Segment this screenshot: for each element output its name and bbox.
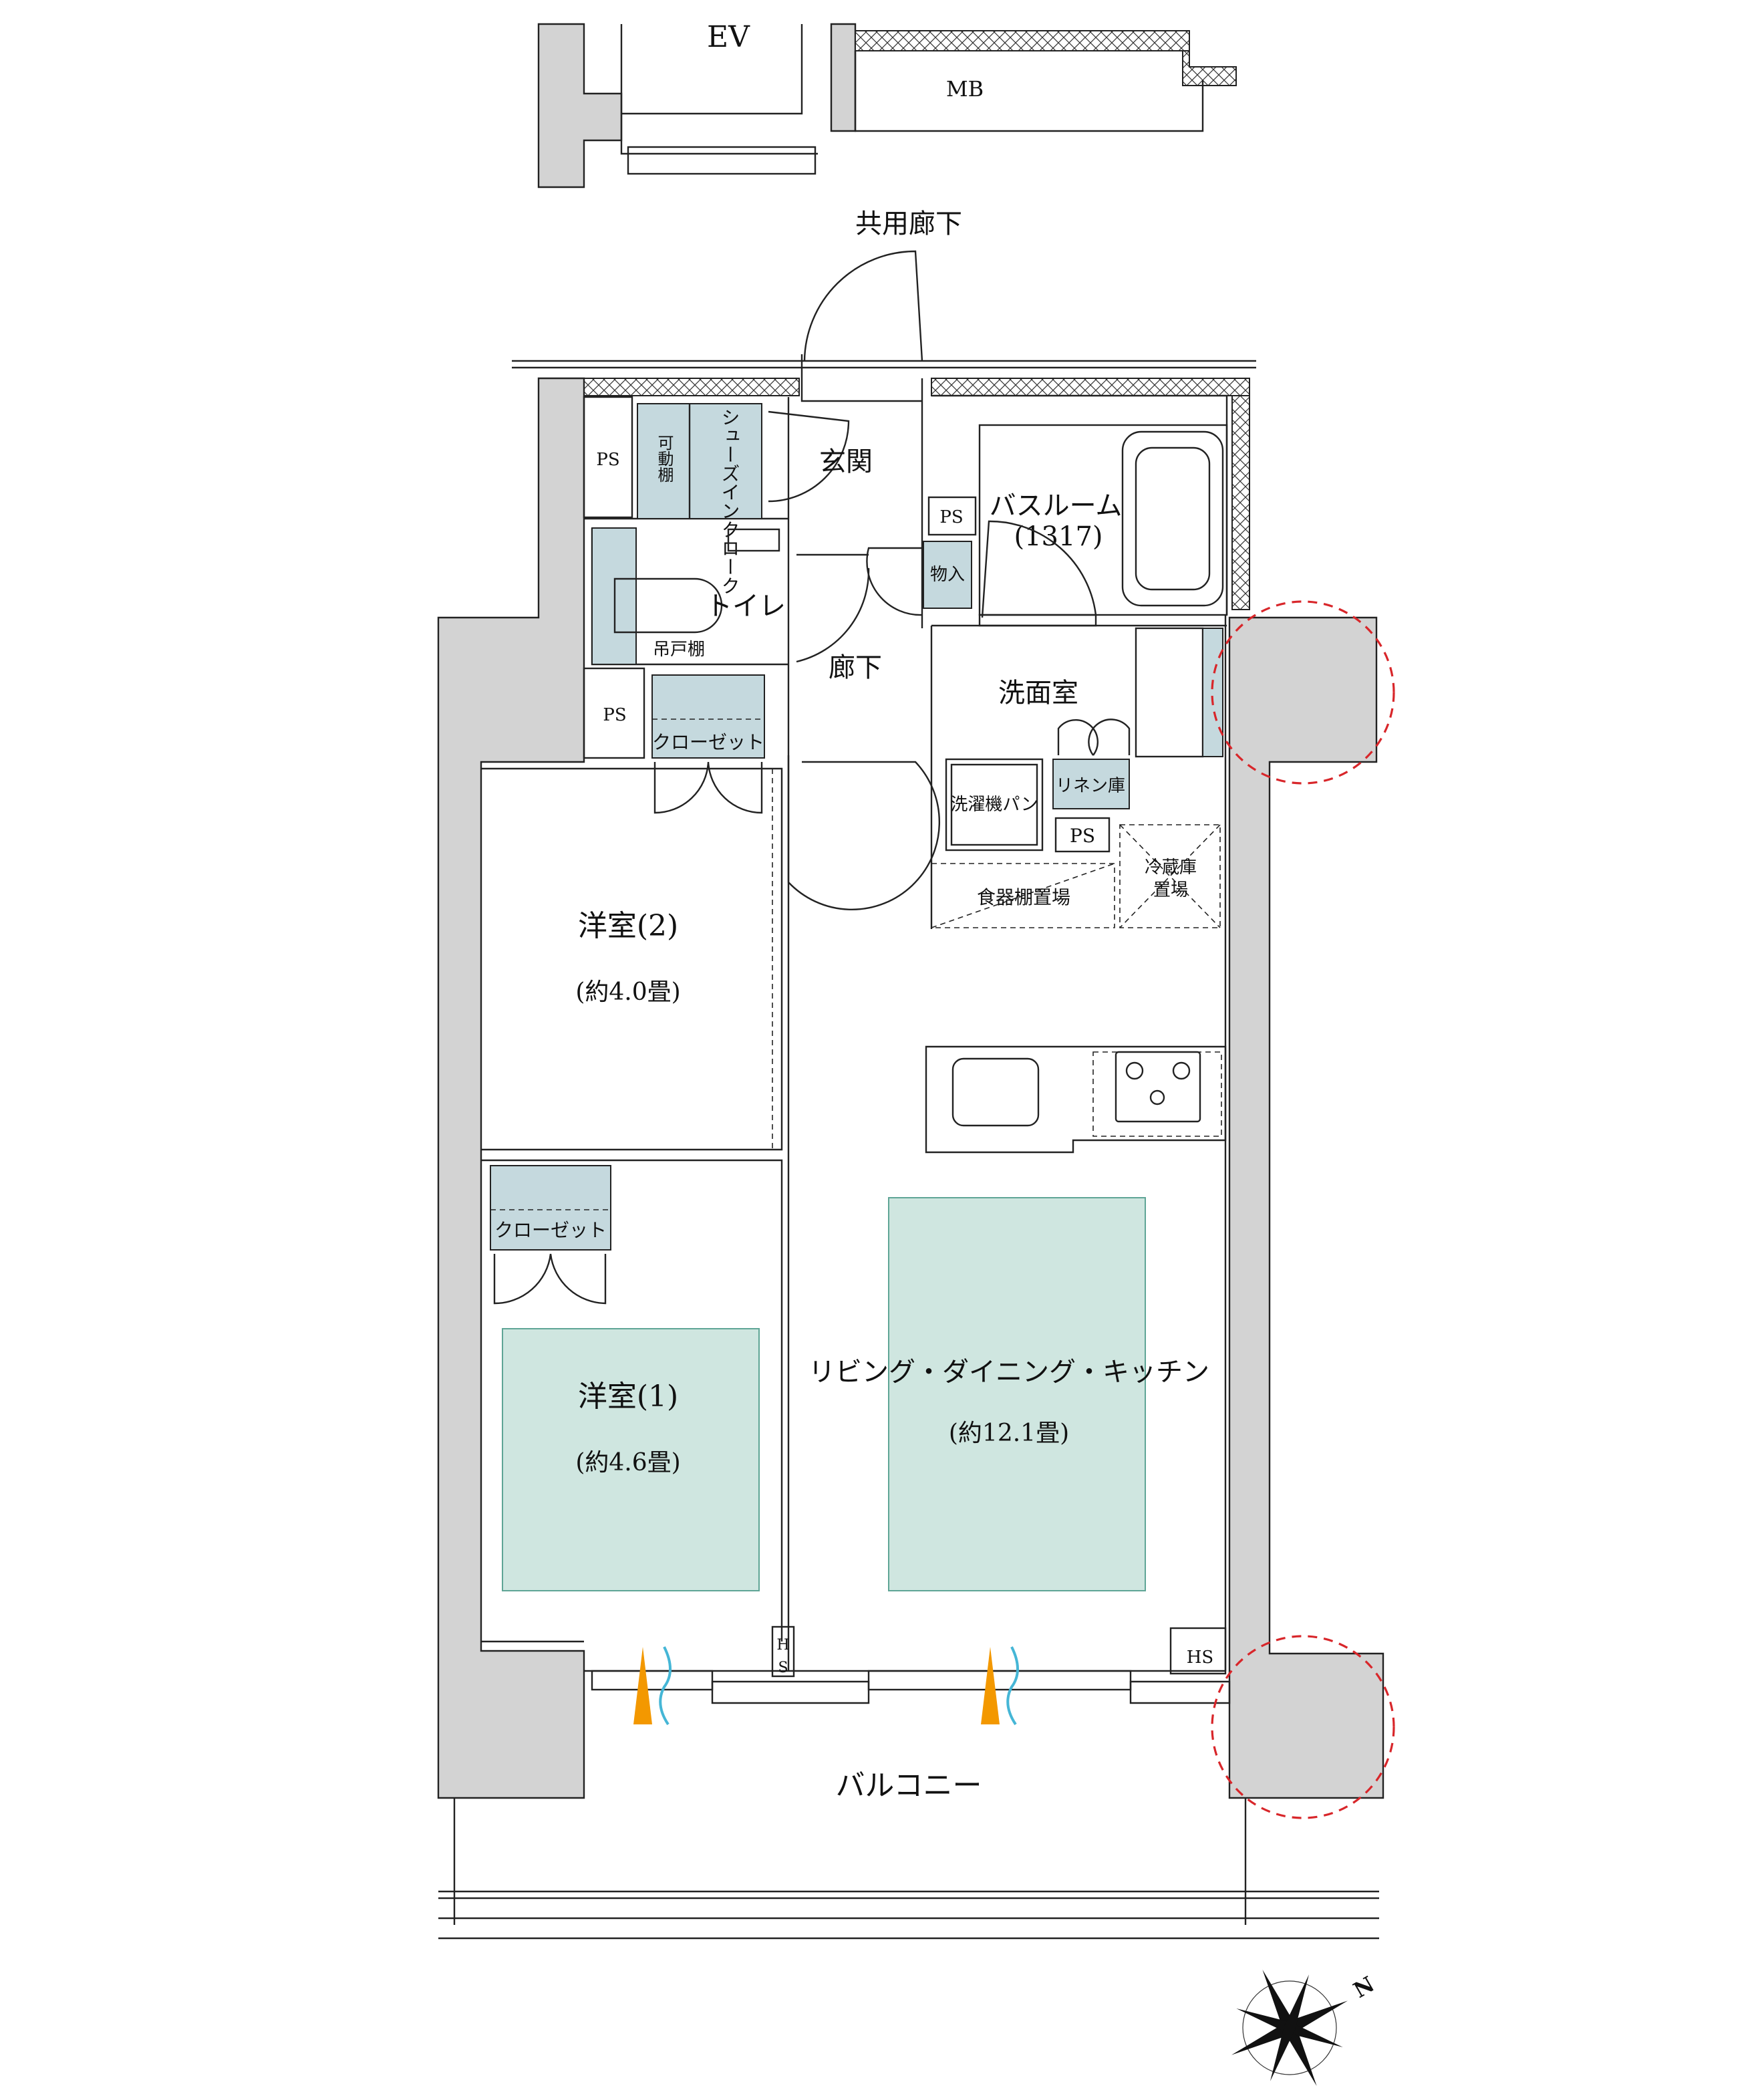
fridge-area: [1119, 824, 1221, 928]
stove-icon: [1115, 1051, 1201, 1123]
washer-pan-label: 洗濯機パン: [950, 795, 1038, 815]
linen-door[interactable]: [1057, 718, 1131, 756]
western-room-2-size: (約4.0畳): [575, 978, 680, 1006]
shoes-in-cloak: [637, 403, 762, 519]
mb-label: MB: [946, 76, 984, 102]
highlight-circle: [1211, 1635, 1395, 1819]
ps-box: [583, 396, 633, 519]
closet-label: クローゼット: [494, 1219, 607, 1241]
closet-2: [651, 674, 765, 759]
closet-door[interactable]: [653, 761, 763, 814]
western-room-1-size: (約4.6畳): [575, 1449, 680, 1476]
toilet-icon: [613, 577, 723, 634]
compass-icon: N: [1231, 1969, 1378, 2087]
toilet-door[interactable]: [796, 553, 870, 663]
north-label: N: [1349, 1971, 1378, 2003]
western-room-2-label: 洋室(2): [578, 909, 678, 943]
bathroom: [978, 424, 1228, 616]
ldk-size: (約12.1畳): [949, 1420, 1069, 1447]
windows: [591, 1670, 1231, 1704]
shoes-cloak-label: シューズインクローク: [719, 408, 741, 595]
bathroom-size-label: (1317): [1014, 521, 1102, 552]
hallway-label: 廊下: [829, 652, 882, 683]
ps-label: PS: [596, 450, 619, 470]
closet-door[interactable]: [493, 1253, 607, 1305]
hanging-shelf-label: 吊戸棚: [653, 640, 705, 660]
sink-icon: [951, 1057, 1040, 1127]
entrance-label: 玄関: [819, 446, 873, 477]
closet-1: [490, 1165, 611, 1251]
balcony-label: バルコニー: [835, 1769, 982, 1803]
tatami-area-ldk: [888, 1197, 1146, 1591]
linen-label: リネン庫: [1056, 776, 1125, 796]
ev-label: EV: [707, 20, 750, 54]
storage-label: 物入: [930, 565, 965, 585]
hs-label: HS: [1187, 1648, 1214, 1668]
bathroom-label: バスルーム: [990, 491, 1123, 521]
fridge-label-2: 置場: [1153, 880, 1188, 900]
western-room-1-label: 洋室(1): [578, 1380, 678, 1414]
tatami-area-1: [502, 1328, 760, 1591]
storage-door[interactable]: [866, 547, 923, 616]
vanity-icon: [1135, 627, 1204, 758]
washer-pan: [945, 758, 1044, 852]
ps-label: PS: [1070, 825, 1095, 847]
cupboard-label: 食器棚置場: [977, 886, 1070, 908]
movable-shelf-label: 可動棚: [655, 434, 674, 483]
exterior-walls: [437, 377, 1384, 1799]
kitchen-counter: [925, 1045, 1227, 1154]
linen-closet: [1052, 759, 1130, 809]
ps-label: PS: [939, 507, 963, 527]
ventilation-icon: [633, 1646, 1019, 1726]
bathtub-icon: [1121, 430, 1224, 607]
common-corridor-label: 共用廊下: [855, 209, 962, 239]
entry-door[interactable]: [512, 250, 1256, 369]
highlight-circle: [1211, 600, 1395, 785]
building-core: EV MB: [537, 20, 1237, 188]
bathroom-door[interactable]: [978, 520, 1097, 627]
washroom-label: 洗面室: [998, 678, 1078, 708]
toilet-shelf: [591, 527, 637, 665]
storage: [923, 541, 972, 609]
ps-label: PS: [603, 705, 626, 725]
entrance-inner-door[interactable]: [768, 410, 850, 503]
cupboard-area: [931, 863, 1115, 928]
closet-label: クローゼット: [652, 731, 764, 753]
toilet-label: トイレ: [706, 591, 786, 622]
ldk-label: リビング・ダイニング・キッチン: [808, 1357, 1209, 1388]
balcony: [438, 1798, 1379, 1940]
hall-door[interactable]: [787, 755, 941, 911]
hs-label-v2: S: [778, 1660, 788, 1676]
hs-label-v1: H: [776, 1637, 789, 1654]
fridge-label-1: 冷蔵庫: [1145, 858, 1197, 878]
